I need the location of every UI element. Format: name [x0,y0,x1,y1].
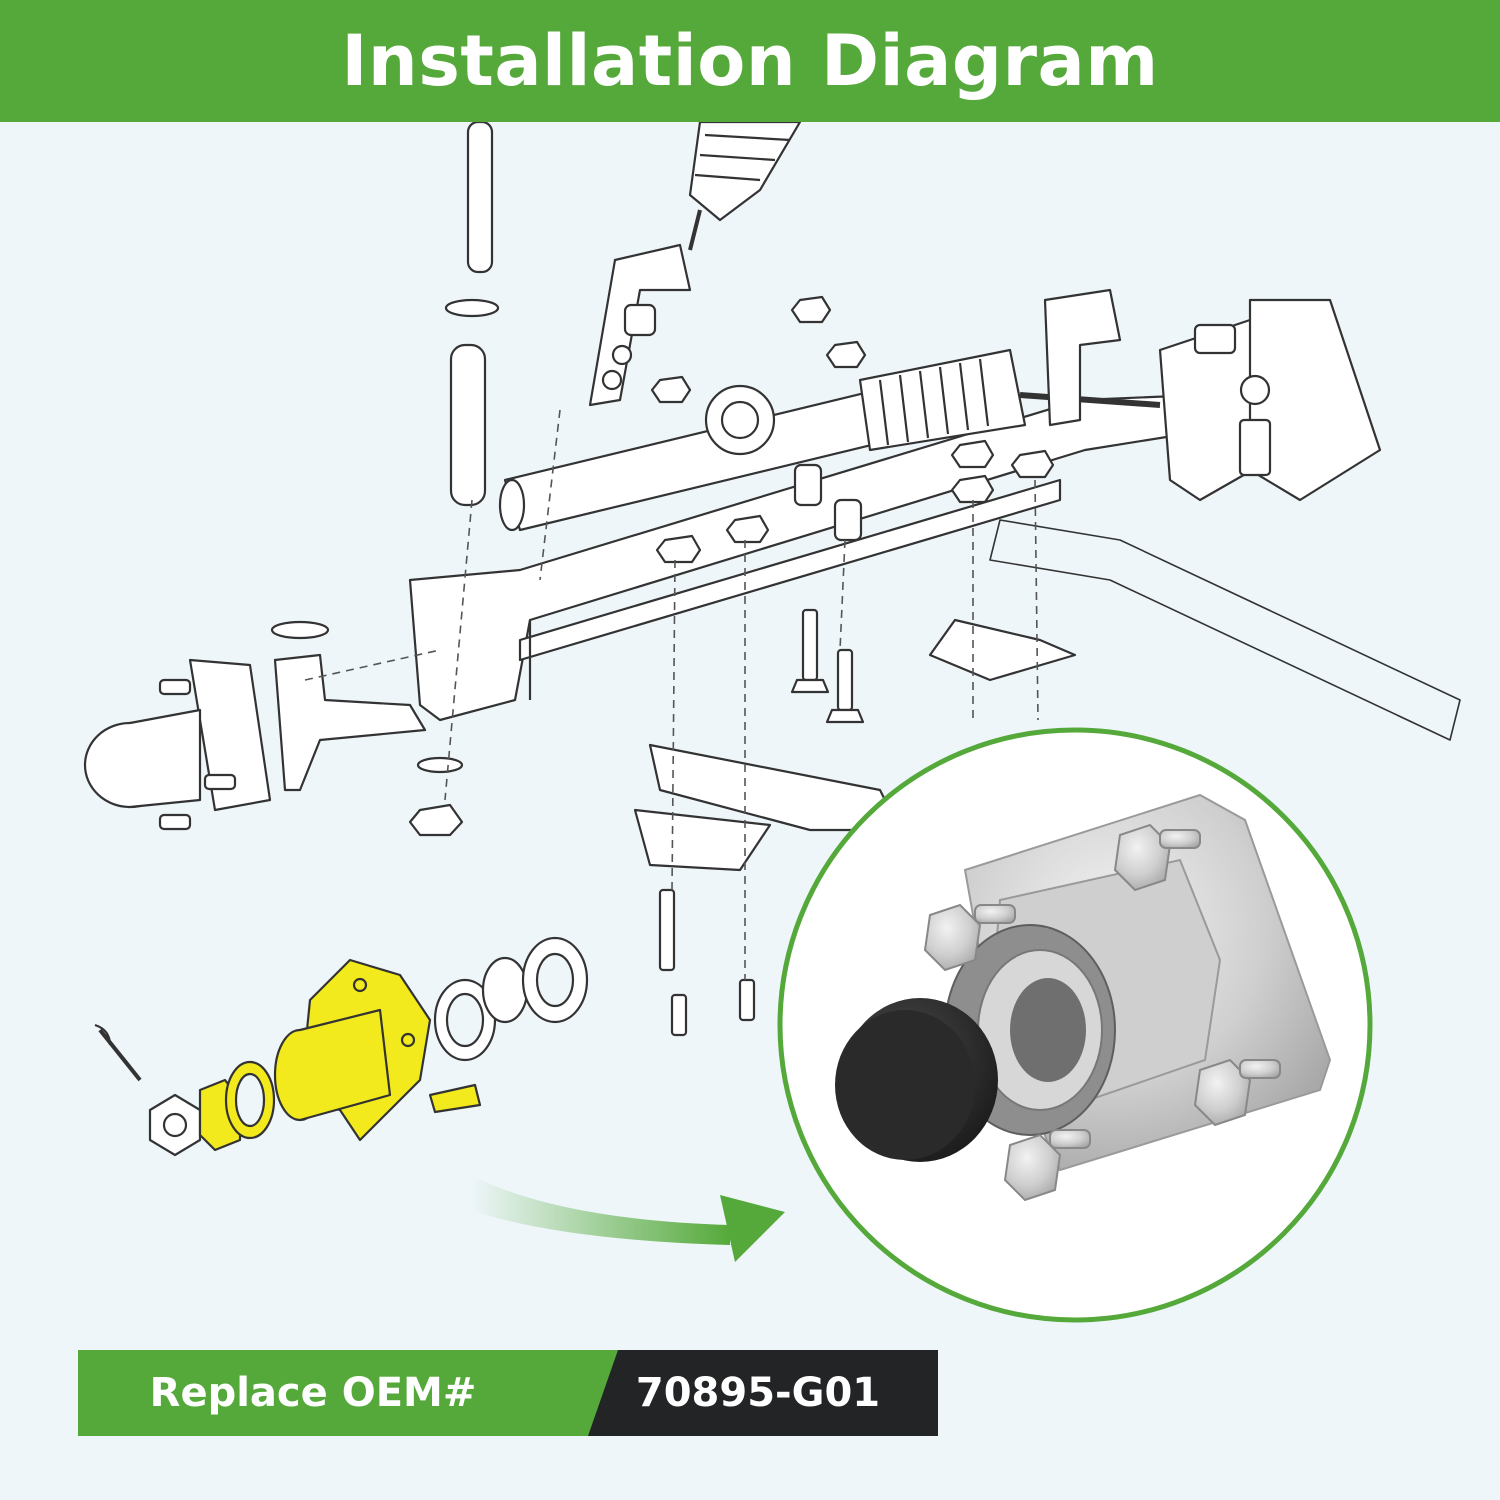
oem-label: Replace OEM# [149,1370,477,1416]
header-banner: Installation Diagram [0,0,1500,122]
axle-assembly-drawing [83,122,1461,1037]
exploded-hub-parts [94,936,589,1157]
installation-diagram [0,122,1500,1500]
arrow-right-icon [470,1175,785,1262]
oem-banner: Replace OEM# 70895-G01 [78,1350,938,1436]
page-title: Installation Diagram [341,20,1159,102]
oem-part-number: 70895-G01 [635,1370,881,1416]
product-photo [777,727,1373,1323]
